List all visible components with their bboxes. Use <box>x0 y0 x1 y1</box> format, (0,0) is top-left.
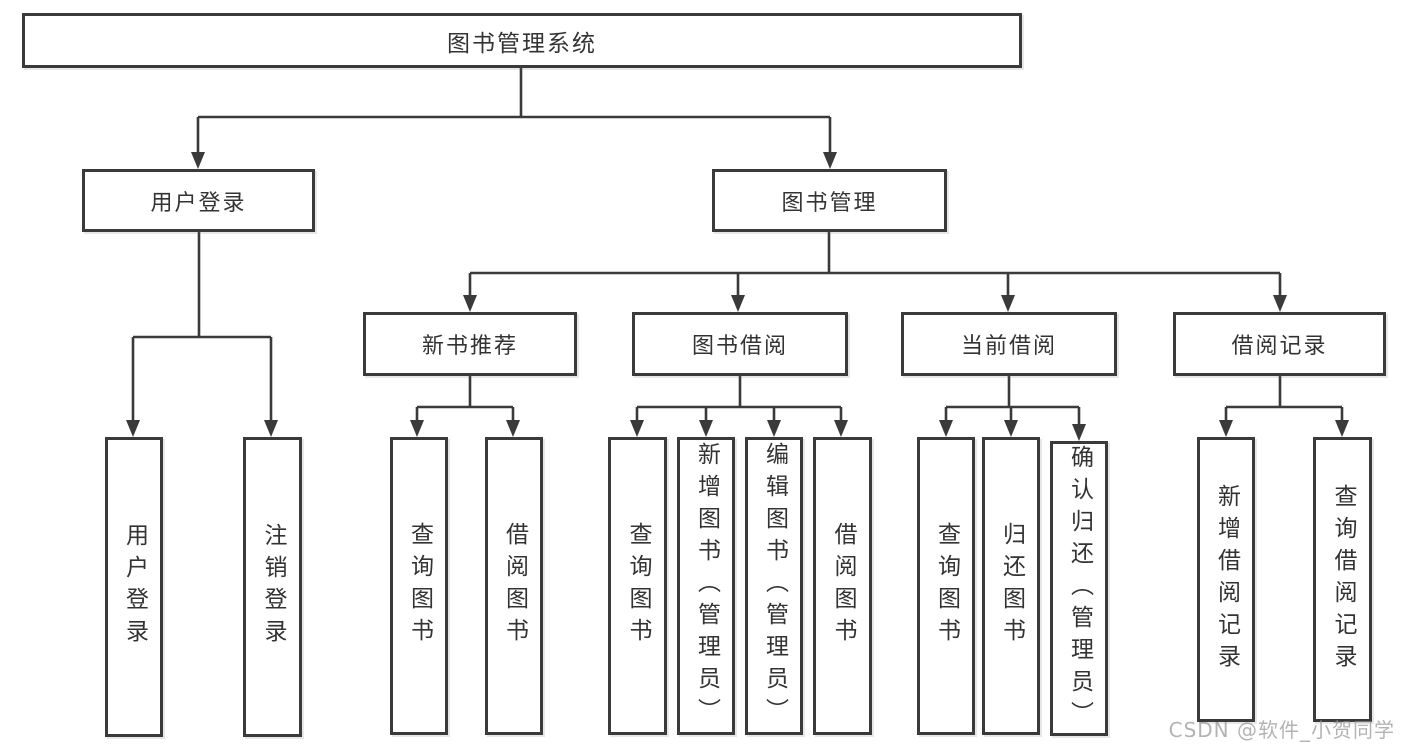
node-label: 查询图书 <box>933 522 960 650</box>
connector-path <box>1224 376 1344 422</box>
arrowhead-down-icon <box>630 420 644 437</box>
arrowhead-down-icon <box>767 420 781 437</box>
arrowhead-down-icon <box>506 420 520 437</box>
arrowhead-down-icon <box>939 420 953 437</box>
node-label: 新增借阅记录 <box>1213 483 1240 676</box>
arrowhead-down-icon <box>126 420 140 437</box>
node-label: 新增图书（管理员） <box>693 442 720 730</box>
connector-path <box>635 376 843 422</box>
leaf-logout: 注销登录 <box>243 437 302 737</box>
connector-path <box>131 232 273 422</box>
node-borrowing-records: 借阅记录 <box>1173 312 1386 376</box>
node-label: 借阅记录 <box>1231 334 1328 359</box>
arrowhead-down-icon <box>834 420 848 437</box>
arrowhead-down-icon <box>1273 295 1287 312</box>
node-current-borrowing: 当前借阅 <box>901 312 1117 376</box>
leaf-query-books-borrow: 查询图书 <box>608 437 667 735</box>
arrowhead-down-icon <box>264 420 278 437</box>
leaf-query-books-current: 查询图书 <box>917 437 975 735</box>
connector-path <box>415 376 515 422</box>
arrowhead-down-icon <box>823 152 837 169</box>
leaf-confirm-return-admin: 确认归还（管理员） <box>1050 441 1108 736</box>
node-label: 借阅图书 <box>830 522 856 650</box>
arrowhead-down-icon <box>1072 424 1086 441</box>
leaf-user-login: 用户登录 <box>105 437 163 737</box>
node-label: 图书管理 <box>781 190 878 216</box>
node-label: 图书借阅 <box>691 334 788 359</box>
node-label: 编辑图书（管理员） <box>761 442 788 730</box>
node-label: 查询图书 <box>625 522 651 650</box>
node-label: 查询图书 <box>406 522 433 650</box>
node-label: 图书管理系统 <box>447 30 597 57</box>
node-library-management-system: 图书管理系统 <box>22 13 1022 68</box>
node-label: 新书推荐 <box>421 334 518 359</box>
csdn-watermark: CSDN @软件_小贺同学 <box>1168 718 1395 742</box>
arrowhead-down-icon <box>731 295 745 312</box>
leaf-borrow-books-recommend: 借阅图书 <box>485 437 543 735</box>
node-label: 当前借阅 <box>960 334 1057 359</box>
leaf-query-books-recommend: 查询图书 <box>390 437 448 735</box>
leaf-borrow-books: 借阅图书 <box>813 437 872 735</box>
connector-path <box>468 232 1282 297</box>
connector-path <box>944 376 1081 426</box>
node-new-book-recommendation: 新书推荐 <box>363 312 577 376</box>
node-label: 确认归还（管理员） <box>1066 444 1093 733</box>
arrowhead-down-icon <box>410 420 424 437</box>
leaf-add-books-admin: 新增图书（管理员） <box>677 437 735 735</box>
node-book-borrowing: 图书借阅 <box>632 312 848 376</box>
arrowhead-down-icon <box>699 420 713 437</box>
node-user-login: 用户登录 <box>82 169 315 232</box>
node-book-management: 图书管理 <box>712 169 947 232</box>
arrowhead-down-icon <box>1001 295 1015 312</box>
node-label: 用户登录 <box>150 190 247 216</box>
arrowhead-down-icon <box>1004 420 1018 437</box>
arrowhead-down-icon <box>1335 420 1349 437</box>
node-label: 注销登录 <box>260 523 286 651</box>
leaf-query-borrow-record: 查询借阅记录 <box>1313 437 1372 722</box>
arrowhead-down-icon <box>1219 420 1233 437</box>
node-label: 借阅图书 <box>501 522 528 650</box>
node-label: 归还图书 <box>998 522 1025 650</box>
connector-path <box>196 68 832 154</box>
leaf-return-books: 归还图书 <box>982 437 1040 735</box>
node-label: 查询借阅记录 <box>1330 483 1356 676</box>
node-label: 用户登录 <box>121 523 148 651</box>
leaf-add-borrow-record: 新增借阅记录 <box>1197 437 1255 722</box>
leaf-edit-books-admin: 编辑图书（管理员） <box>745 437 803 735</box>
arrowhead-down-icon <box>191 152 205 169</box>
arrowhead-down-icon <box>463 295 477 312</box>
